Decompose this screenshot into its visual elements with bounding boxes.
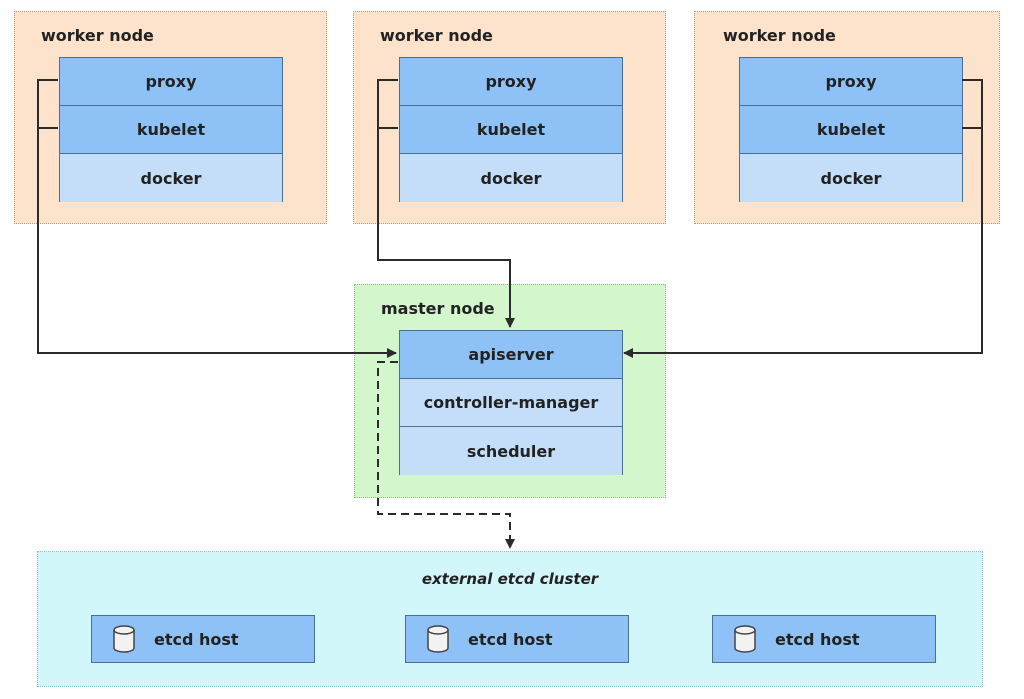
etcd-cluster-title: external etcd cluster bbox=[421, 570, 599, 588]
database-icon bbox=[113, 625, 135, 653]
etcd-host-1: etcd host bbox=[91, 615, 315, 663]
proxy-component: proxy bbox=[60, 58, 282, 106]
apiserver-to-etcd-line bbox=[377, 361, 515, 549]
etcd-host-2: etcd host bbox=[405, 615, 629, 663]
etcd-host-label: etcd host bbox=[154, 629, 239, 649]
etcd-host-3: etcd host bbox=[712, 615, 936, 663]
worker-components: proxy kubelet docker bbox=[739, 57, 963, 202]
database-icon bbox=[734, 625, 756, 653]
worker3-to-apiserver-line bbox=[623, 79, 983, 358]
kubelet-component: kubelet bbox=[740, 106, 962, 154]
worker-components: proxy kubelet docker bbox=[59, 57, 283, 202]
etcd-host-label: etcd host bbox=[468, 629, 553, 649]
docker-component: docker bbox=[740, 154, 962, 202]
worker-node-3: worker node proxy kubelet docker bbox=[694, 11, 1000, 224]
scheduler-component: scheduler bbox=[400, 427, 622, 475]
master-node-title: master node bbox=[381, 299, 495, 318]
docker-component: docker bbox=[60, 154, 282, 202]
apiserver-component: apiserver bbox=[400, 331, 622, 379]
worker-node-title: worker node bbox=[723, 26, 836, 45]
etcd-cluster: external etcd cluster etcd host etcd hos… bbox=[37, 551, 983, 687]
proxy-component: proxy bbox=[740, 58, 962, 106]
docker-component: docker bbox=[400, 154, 622, 202]
kubelet-component: kubelet bbox=[60, 106, 282, 154]
worker1-to-apiserver-line bbox=[37, 79, 397, 358]
worker-components: proxy kubelet docker bbox=[399, 57, 623, 202]
master-components: apiserver controller-manager scheduler bbox=[399, 330, 623, 475]
worker-node-title: worker node bbox=[380, 26, 493, 45]
master-node: master node apiserver controller-manager… bbox=[354, 284, 666, 498]
worker-node-1: worker node proxy kubelet docker bbox=[14, 11, 327, 224]
etcd-host-label: etcd host bbox=[775, 629, 860, 649]
kubelet-component: kubelet bbox=[400, 106, 622, 154]
database-icon bbox=[427, 625, 449, 653]
proxy-component: proxy bbox=[400, 58, 622, 106]
controller-manager-component: controller-manager bbox=[400, 379, 622, 427]
worker2-to-apiserver-line bbox=[377, 79, 515, 328]
worker-node-title: worker node bbox=[41, 26, 154, 45]
worker-node-2: worker node proxy kubelet docker bbox=[353, 11, 666, 224]
